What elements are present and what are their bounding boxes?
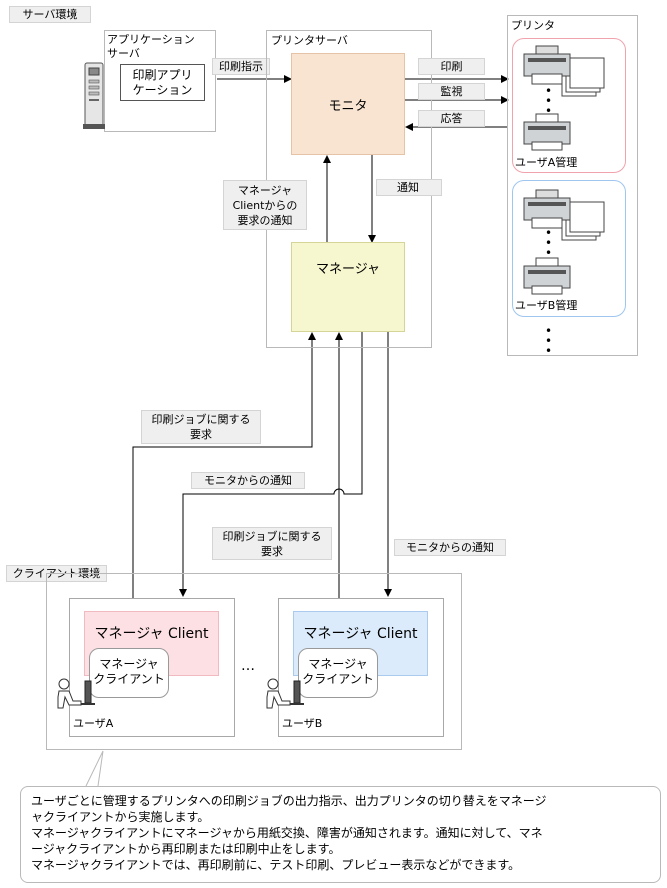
label-print: 印刷 [418,58,485,75]
manager-client-app-a: マネージャ クライアント [89,648,169,698]
manager-client-app-b: マネージャ クライアント [298,648,378,698]
label-job-request-a: 印刷ジョブに関する 要求 [141,410,261,444]
label-client-request-line1: マネージャ [237,184,293,197]
manager-client-app-a-line2: クライアント [93,672,165,686]
app-server-title-line1: アプリケーション [107,33,195,46]
printer-group-a-label: ユーザA管理 [515,156,578,169]
arrow-job-request-a [132,332,316,598]
printer-dots-b: ••• [545,226,553,260]
printer-icon [523,113,571,151]
label-notice: 通知 [376,179,442,196]
manager-client-app-b-line1: マネージャ [308,657,368,671]
app-server-panel: アプリケーション サーバ 印刷アプリ ケーション [104,30,216,132]
client-a-panel [69,598,235,737]
label-job-request-b-line1: 印刷ジョブに関する [222,530,322,543]
printers-panel: プリンタ [507,15,638,356]
user-at-computer-icon [57,678,95,709]
printer-with-paper-icon [523,189,605,241]
printer-with-paper-icon [523,45,605,97]
label-print-instruction: 印刷指示 [212,58,270,75]
explanation-note: ユーザごとに管理するプリンタへの印刷ジョブの出力指示、出力プリンタの切り替えをマ… [20,786,661,883]
print-application-line1: 印刷アプリ [132,68,193,82]
note-callout [85,750,104,787]
client-env-panel [46,573,462,750]
printer-group-a: ユーザA管理 [512,38,626,173]
user-b-label: ユーザB [282,717,323,730]
label-client-request: マネージャ Clientからの 要求の通知 [223,180,307,230]
label-client-request-line3: 要求の通知 [237,214,293,227]
server-terminal-icon [83,62,105,129]
app-server-title-line2: サーバ [107,47,140,60]
label-job-request-a-line1: 印刷ジョブに関する [151,413,251,426]
printer-dots-more: ••• [545,324,553,358]
printer-group-b-label: ユーザB管理 [515,299,578,312]
note-line1: ユーザごとに管理するプリンタへの印刷ジョブの出力指示、出力プリンタの切り替えをマ… [31,794,547,808]
note-line2: ャクライアントから実施します。 [31,810,210,824]
label-client-request-line2: Clientからの [232,199,298,212]
monitor-node: モニタ [291,53,405,155]
printer-dots-a: ••• [545,84,553,118]
manager-client-app-b-line2: クライアント [302,672,374,686]
print-server-title: プリンタサーバ [271,34,348,47]
note-line3: マネージャクライアントにマネージャから用紙交換、障害が通知されます。通知に対して… [31,826,543,840]
printer-group-b: ユーザB管理 [512,180,626,317]
label-response: 応答 [418,110,485,127]
label-monitor-notice-a: モニタからの通知 [191,472,305,489]
label-job-request-b-line2: 要求 [261,545,283,558]
label-monitor-notice-b: モニタからの通知 [394,539,506,556]
note-line4: ージャクライアントから再印刷または印刷中止をします。 [31,842,341,856]
print-application-box: 印刷アプリ ケーション [120,64,205,101]
note-line5: マネージャクライアントでは、再印刷前に、テスト印刷、プレビュー表示などができます… [31,858,521,872]
client-b-panel [278,598,444,737]
label-job-request-a-line2: 要求 [190,428,212,441]
printer-icon [523,257,571,295]
print-application-line2: ケーション [132,83,193,97]
server-env-label: サーバ環境 [9,6,91,23]
client-ellipsis: … [241,658,257,674]
label-monitoring: 監視 [418,83,485,100]
user-at-computer-icon [266,678,304,709]
printers-title: プリンタ [511,19,555,32]
manager-node: マネージャ [291,242,405,332]
user-a-label: ユーザA [73,717,114,730]
manager-client-app-a-line1: マネージャ [99,657,159,671]
label-job-request-b: 印刷ジョブに関する 要求 [212,527,332,560]
